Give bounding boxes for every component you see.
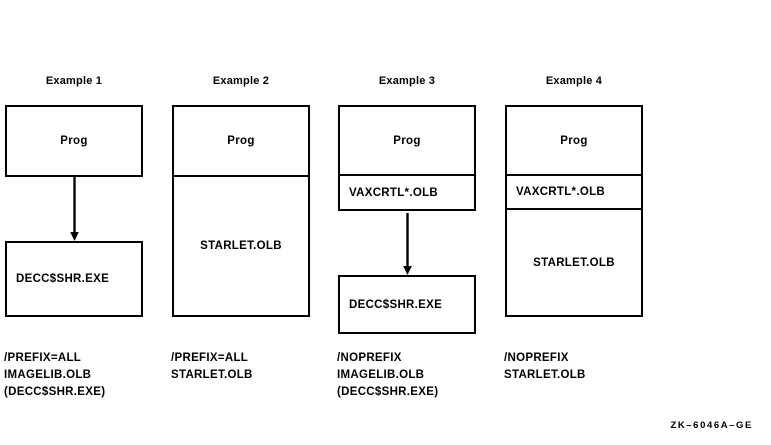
shared-image-box-3: DECC$SHR.EXE bbox=[338, 275, 476, 334]
caption-line: /PREFIX=ALL bbox=[171, 352, 249, 364]
shared-image-label: DECC$SHR.EXE bbox=[16, 273, 110, 285]
stack-section-prog: Prog bbox=[560, 134, 588, 147]
stack-section-starlet-olb: STARLET.OLB bbox=[507, 208, 641, 315]
column-title-2: Example 2 bbox=[212, 75, 270, 87]
stack-section-vaxcrtl-olb: VAXCRTL*.OLB bbox=[340, 174, 474, 209]
stack-section-prog: Prog bbox=[393, 134, 421, 147]
stack-section-vaxcrtl-olb: VAXCRTL*.OLB bbox=[507, 174, 641, 208]
program-stack-1: Prog bbox=[5, 105, 143, 177]
stack-section-prog: Prog bbox=[227, 135, 255, 147]
stack-section-prog: Prog bbox=[60, 135, 88, 147]
caption-line: /NOPREFIX bbox=[337, 352, 402, 364]
caption-line: /NOPREFIX bbox=[504, 352, 569, 364]
column-title-3: Example 3 bbox=[378, 75, 436, 87]
caption-line: STARLET.OLB bbox=[171, 369, 253, 381]
caption-line: IMAGELIB.OLB bbox=[4, 369, 92, 381]
caption-line: STARLET.OLB bbox=[504, 369, 586, 381]
figure-id-label: ZK–6046A–GE bbox=[670, 420, 753, 431]
flow-arrow-1 bbox=[69, 177, 80, 241]
flow-arrow-3 bbox=[402, 213, 413, 275]
column-caption-4: /NOPREFIX STARLET.OLB bbox=[504, 350, 586, 384]
shared-image-label: DECC$SHR.EXE bbox=[349, 298, 443, 311]
column-caption-3: /NOPREFIX IMAGELIB.OLB (DECC$SHR.EXE) bbox=[337, 350, 438, 401]
stack-section-starlet-olb: STARLET.OLB bbox=[174, 175, 308, 315]
caption-line: /PREFIX=ALL bbox=[4, 352, 82, 364]
caption-line: (DECC$SHR.EXE) bbox=[4, 386, 106, 398]
column-caption-2: /PREFIX=ALL STARLET.OLB bbox=[171, 350, 253, 384]
column-caption-1: /PREFIX=ALL IMAGELIB.OLB (DECC$SHR.EXE) bbox=[4, 350, 105, 401]
caption-line: IMAGELIB.OLB bbox=[337, 369, 425, 381]
column-title-4: Example 4 bbox=[545, 75, 603, 87]
caption-line: (DECC$SHR.EXE) bbox=[337, 386, 439, 398]
column-title-1: Example 1 bbox=[45, 75, 103, 87]
shared-image-box-1: DECC$SHR.EXE bbox=[5, 241, 143, 317]
